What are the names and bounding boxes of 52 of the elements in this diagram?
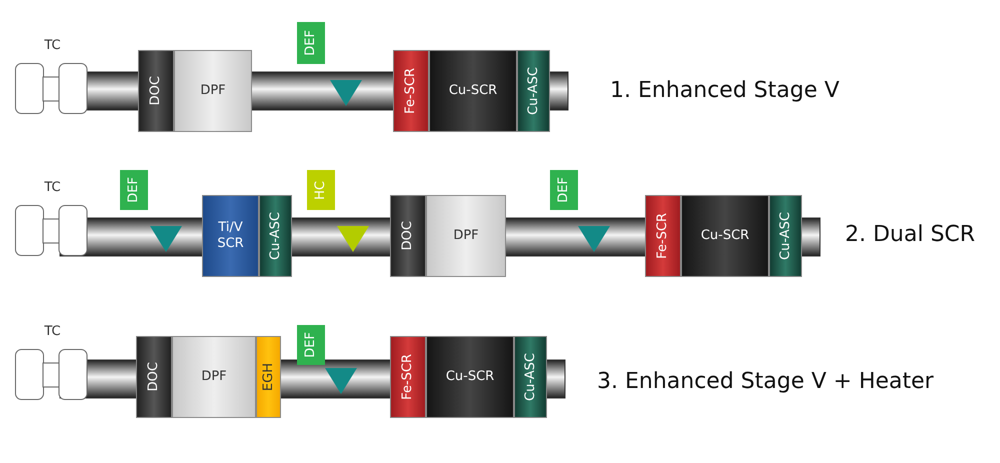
catalyst-block xyxy=(202,195,259,277)
catalyst-block xyxy=(136,336,172,418)
component-label: DEF xyxy=(303,30,319,56)
dosing-tag xyxy=(550,170,578,210)
component-label: Cu-ASC xyxy=(526,67,542,115)
dosing-tag xyxy=(120,170,148,210)
catalyst-block xyxy=(172,336,256,418)
component-label: HC xyxy=(313,180,329,200)
component-label: DOC xyxy=(146,362,162,392)
catalyst-block xyxy=(681,195,769,277)
dosing-tag xyxy=(297,22,325,64)
component-label: EGH xyxy=(260,362,276,392)
component-label: TC xyxy=(44,38,61,53)
component-label: Cu-SCR xyxy=(444,369,496,385)
component-label: Ti/V SCR xyxy=(216,220,245,252)
component-label: Cu-SCR xyxy=(700,228,750,244)
component-label: Cu-ASC xyxy=(268,212,284,260)
catalyst-block xyxy=(390,195,426,277)
catalyst-block xyxy=(514,336,547,418)
catalyst-block xyxy=(138,50,174,132)
component-label: Cu-ASC xyxy=(778,212,794,260)
configuration-title: 2. Dual SCR xyxy=(845,222,976,247)
component-label: DEF xyxy=(556,177,572,203)
component-label: DPF xyxy=(199,83,227,99)
component-label: Cu-SCR xyxy=(448,83,498,99)
configuration-title: 3. Enhanced Stage V + Heater xyxy=(597,369,934,394)
catalyst-block xyxy=(645,195,681,277)
catalyst-block xyxy=(426,336,514,418)
catalyst-block xyxy=(256,336,281,418)
component-label: DPF xyxy=(452,228,480,244)
catalyst-block xyxy=(174,50,252,132)
component-label: Fe-SCR xyxy=(400,354,416,400)
component-label: DEF xyxy=(126,177,142,203)
catalyst-block xyxy=(769,195,802,277)
dosing-tag xyxy=(307,170,335,210)
catalyst-block xyxy=(390,336,426,418)
component-label: DEF xyxy=(303,332,319,358)
catalyst-block xyxy=(429,50,517,132)
dosing-tag xyxy=(297,325,325,365)
component-label: Fe-SCR xyxy=(655,213,671,259)
component-label: Cu-ASC xyxy=(522,353,538,401)
catalyst-block xyxy=(426,195,506,277)
configuration-title: 1. Enhanced Stage V xyxy=(610,78,840,103)
catalyst-block xyxy=(259,195,292,277)
catalyst-block xyxy=(393,50,429,132)
component-label: TC xyxy=(44,180,61,195)
component-label: DPF xyxy=(200,369,228,385)
component-label: Fe-SCR xyxy=(403,68,419,114)
component-label: DOC xyxy=(400,221,416,251)
catalyst-block xyxy=(517,50,550,132)
component-label: DOC xyxy=(148,76,164,106)
component-label: TC xyxy=(44,324,61,339)
